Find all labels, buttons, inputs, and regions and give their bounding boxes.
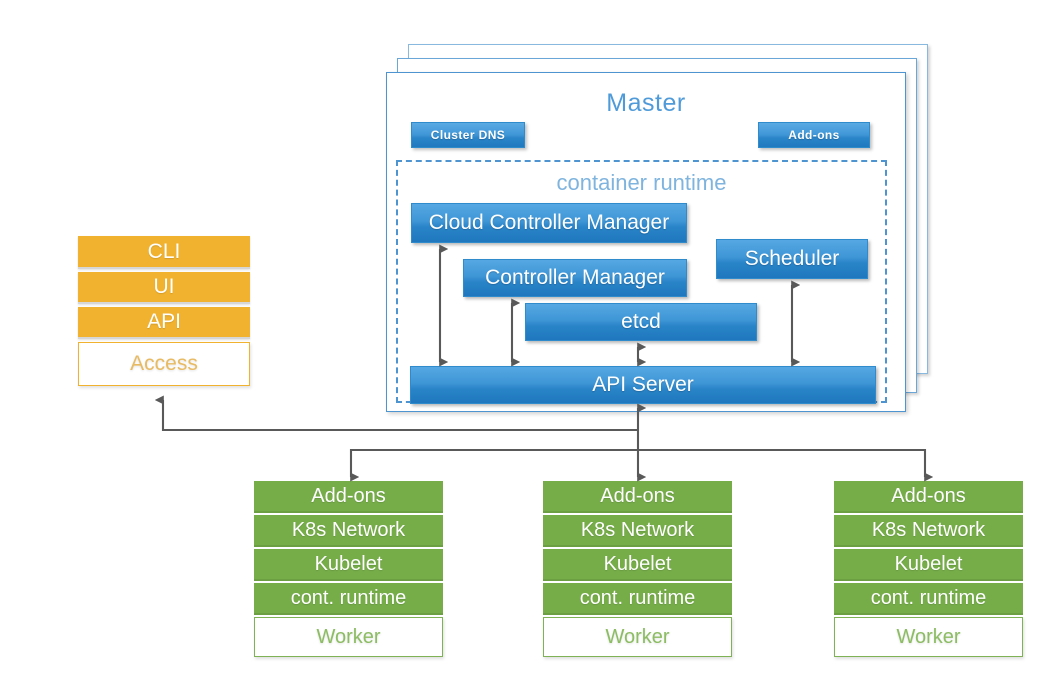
worker-1-row-addons[interactable]: Add-ons xyxy=(254,481,443,513)
worker-node-2: Add-ons K8s Network Kubelet cont. runtim… xyxy=(543,481,732,657)
worker-3-row-kubelet[interactable]: Kubelet xyxy=(834,549,1023,581)
worker-3-row-kubelet-label: Kubelet xyxy=(894,552,963,575)
api-server-label: API Server xyxy=(592,373,694,396)
worker-3-row-addons-label: Add-ons xyxy=(891,484,966,507)
cloud-controller-manager-label: Cloud Controller Manager xyxy=(428,211,670,234)
worker-3-row-addons[interactable]: Add-ons xyxy=(834,481,1023,513)
access-row-cli-label: CLI xyxy=(147,239,181,263)
worker-2-row-runtime[interactable]: cont. runtime xyxy=(543,583,732,615)
worker-3-row-runtime[interactable]: cont. runtime xyxy=(834,583,1023,615)
worker-1-row-runtime[interactable]: cont. runtime xyxy=(254,583,443,615)
controller-manager-label: Controller Manager xyxy=(485,266,665,289)
worker-2-row-network-label: K8s Network xyxy=(580,518,695,541)
worker-1-footer-label: Worker xyxy=(316,625,381,648)
pill-add-ons[interactable]: Add-ons xyxy=(758,122,870,148)
worker-3-row-network-label: K8s Network xyxy=(871,518,986,541)
worker-2-row-addons[interactable]: Add-ons xyxy=(543,481,732,513)
access-row-ui-label: UI xyxy=(153,275,175,298)
access-row-api-label: API xyxy=(147,310,181,333)
worker-1-footer: Worker xyxy=(254,617,443,657)
controller-manager-box[interactable]: Controller Manager xyxy=(463,259,687,297)
access-row-ui[interactable]: UI xyxy=(78,272,250,304)
worker-3-row-network[interactable]: K8s Network xyxy=(834,515,1023,547)
pill-cluster-dns[interactable]: Cluster DNS xyxy=(411,122,525,148)
worker-2-row-kubelet[interactable]: Kubelet xyxy=(543,549,732,581)
worker-2-footer-label: Worker xyxy=(605,625,670,648)
worker-1-row-network[interactable]: K8s Network xyxy=(254,515,443,547)
access-footer-label: Access xyxy=(130,352,198,375)
worker-3-footer-label: Worker xyxy=(896,625,961,648)
worker-2-footer: Worker xyxy=(543,617,732,657)
worker-2-row-addons-label: Add-ons xyxy=(600,484,675,507)
scheduler-box[interactable]: Scheduler xyxy=(716,239,868,279)
access-footer: Access xyxy=(78,342,250,386)
worker-1-row-addons-label: Add-ons xyxy=(311,484,386,507)
pill-add-ons-label: Add-ons xyxy=(788,128,840,142)
scheduler-label: Scheduler xyxy=(744,247,840,270)
access-row-cli[interactable]: CLI xyxy=(78,236,250,269)
worker-node-1: Add-ons K8s Network Kubelet cont. runtim… xyxy=(254,481,443,657)
arrow-apiserver-worker-1 xyxy=(349,448,638,482)
worker-1-row-runtime-label: cont. runtime xyxy=(290,586,407,609)
worker-3-row-runtime-label: cont. runtime xyxy=(870,586,987,609)
worker-2-row-kubelet-label: Kubelet xyxy=(603,552,672,575)
worker-3-footer: Worker xyxy=(834,617,1023,657)
master-title: Master xyxy=(606,89,686,117)
access-row-api[interactable]: API xyxy=(78,307,250,339)
cloud-controller-manager-box[interactable]: Cloud Controller Manager xyxy=(411,203,687,243)
worker-1-row-network-label: K8s Network xyxy=(291,518,406,541)
worker-2-row-runtime-label: cont. runtime xyxy=(579,586,696,609)
api-server-box[interactable]: API Server xyxy=(410,366,876,404)
etcd-box[interactable]: etcd xyxy=(525,303,757,341)
worker-node-3: Add-ons K8s Network Kubelet cont. runtim… xyxy=(834,481,1023,657)
container-runtime-label: container runtime xyxy=(556,170,727,195)
etcd-label: etcd xyxy=(621,310,661,333)
worker-2-row-network[interactable]: K8s Network xyxy=(543,515,732,547)
arrow-apiserver-worker-3 xyxy=(638,448,934,482)
worker-1-row-kubelet-label: Kubelet xyxy=(314,552,383,575)
pill-cluster-dns-label: Cluster DNS xyxy=(430,128,506,142)
worker-1-row-kubelet[interactable]: Kubelet xyxy=(254,549,443,581)
access-stack: CLI UI API Access xyxy=(78,236,250,394)
